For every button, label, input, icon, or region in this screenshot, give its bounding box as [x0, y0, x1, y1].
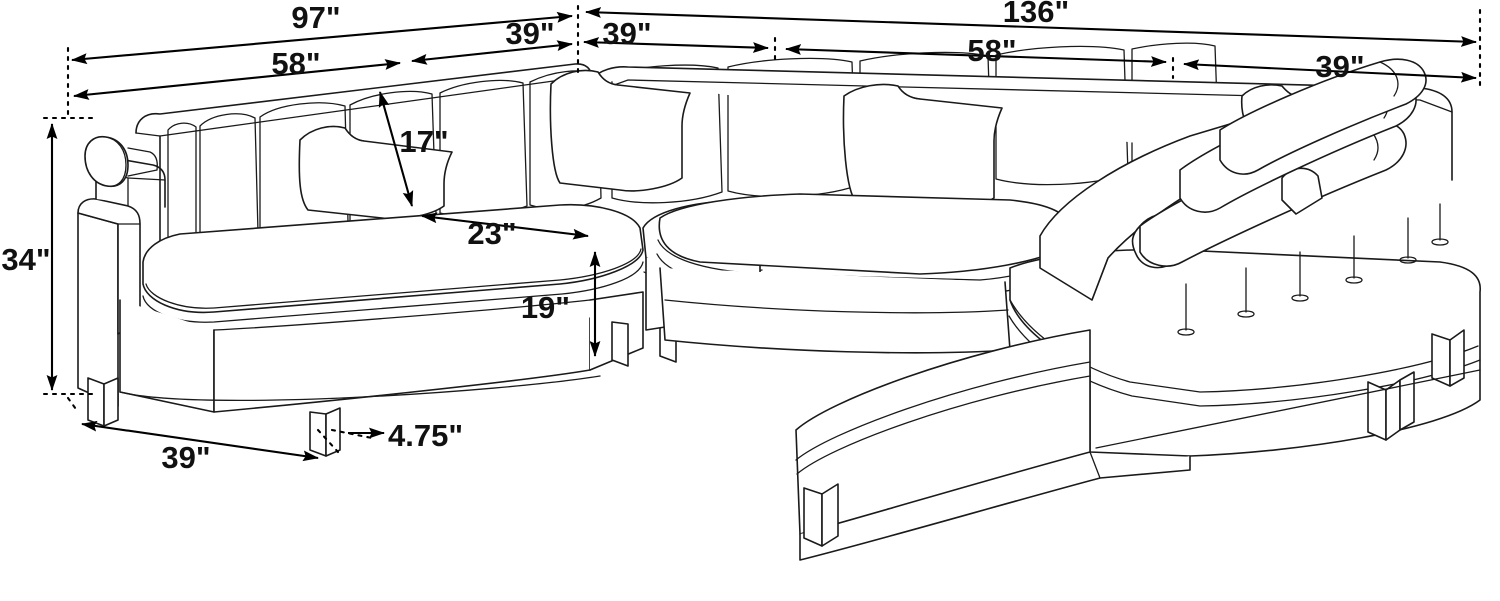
dim-label-right-last-span: 39" [1315, 49, 1364, 84]
dim-label-seat-depth: 23" [467, 216, 516, 251]
tufting-pins [1177, 203, 1449, 336]
sofa-illustration [77, 42, 1481, 561]
dim-right-last-span: 39" [1183, 49, 1477, 84]
dim-label-left-overall: 97" [291, 0, 340, 35]
ext-left-base [66, 396, 80, 414]
dim-label-right-middle-span: 58" [967, 33, 1016, 68]
dim-right-middle-span: 58" [785, 33, 1167, 68]
dim-label-left-seat-span: 58" [271, 46, 320, 81]
dim-label-pillow-height: 17" [399, 124, 448, 159]
dim-label-right-first-span: 39" [602, 16, 651, 51]
dim-right-first-span: 39" [583, 16, 769, 53]
dim-left-corner-span: 39" [411, 16, 573, 65]
right-bolster-cushions [1131, 58, 1427, 269]
wooden-legs-right [803, 329, 1481, 547]
dim-label-leg-height: 4.75" [388, 418, 463, 453]
dim-pillow-height: 17" [378, 91, 449, 207]
dim-label-overall-height: 34" [1, 242, 50, 277]
dim-label-seat-height: 19" [521, 290, 570, 325]
dim-leg-height: 4.75" [348, 418, 463, 453]
dim-base-depth: 39" [81, 420, 319, 475]
dim-overall-height: 34" [1, 123, 58, 391]
dim-seat-depth: 23" [421, 212, 589, 251]
left-bolster-cushion [84, 135, 158, 188]
dim-left-seat-span: 58" [73, 46, 401, 100]
dim-label-base-depth: 39" [161, 440, 210, 475]
dim-right-overall: 136" [585, 0, 1477, 47]
dim-seat-height: 19" [521, 251, 601, 357]
dim-label-left-corner-span: 39" [505, 16, 554, 51]
dim-left-overall: 97" [71, 0, 573, 65]
dim-label-right-overall: 136" [1003, 0, 1069, 29]
right-chaise [795, 248, 1481, 561]
